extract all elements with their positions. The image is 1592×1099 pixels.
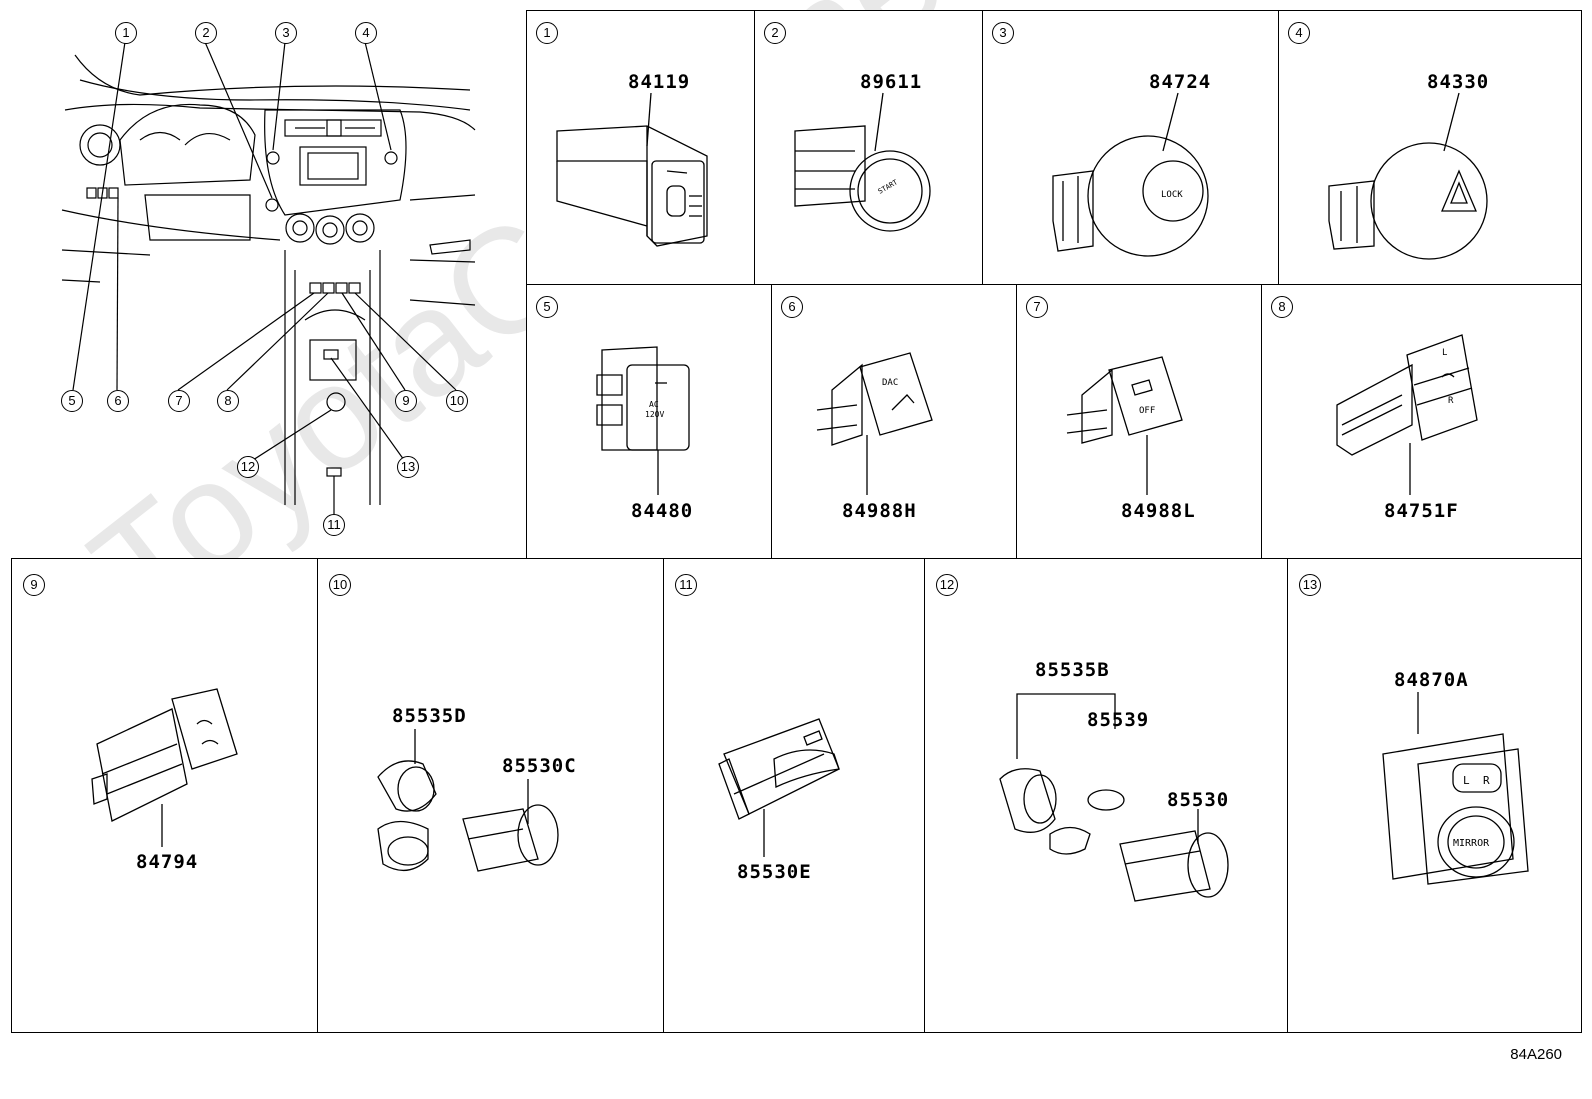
part-number[interactable]: 84794 bbox=[136, 851, 199, 873]
panel-number: 11 bbox=[675, 574, 697, 596]
part-number[interactable]: 84988L bbox=[1121, 500, 1196, 522]
panel-11: 11 85530E bbox=[663, 558, 925, 1033]
part-number[interactable]: 84330 bbox=[1427, 71, 1490, 93]
part-number[interactable]: 85535D bbox=[392, 705, 467, 727]
callout-11[interactable]: 11 bbox=[323, 514, 345, 536]
panel-5: 5 84480 AC 120V bbox=[526, 284, 772, 559]
panel-number: 2 bbox=[764, 22, 786, 44]
callout-6[interactable]: 6 bbox=[107, 390, 129, 412]
panel-12: 12 85535B 85539 85530 bbox=[924, 558, 1288, 1033]
callout-13[interactable]: 13 bbox=[397, 456, 419, 478]
switch-84330-drawing bbox=[1328, 92, 1488, 260]
panel-13: 13 84870A L R MIRROR bbox=[1287, 558, 1582, 1033]
panel-6: 6 84988H DAC bbox=[771, 284, 1017, 559]
switch-89611-drawing: START bbox=[794, 92, 931, 232]
part-number[interactable]: 85530 bbox=[1167, 789, 1230, 811]
part-number[interactable]: 84724 bbox=[1149, 71, 1212, 93]
panel-number: 10 bbox=[329, 574, 351, 596]
dac-label: DAC bbox=[882, 378, 898, 388]
part-number[interactable]: 85530E bbox=[737, 861, 812, 883]
switch-84751f-drawing: L R bbox=[1336, 334, 1478, 495]
panel-number: 6 bbox=[781, 296, 803, 318]
callout-4[interactable]: 4 bbox=[355, 22, 377, 44]
part-number[interactable]: 84119 bbox=[628, 71, 691, 93]
callout-9[interactable]: 9 bbox=[395, 390, 417, 412]
socket-85535d-85530c-drawing bbox=[377, 729, 559, 872]
switch-84870a-drawing: L R MIRROR bbox=[1382, 692, 1529, 885]
part-number[interactable]: 84751F bbox=[1384, 500, 1459, 522]
lock-label: LOCK bbox=[1161, 190, 1183, 200]
switch-84988l-drawing: OFF bbox=[1066, 356, 1183, 495]
panel-number: 7 bbox=[1026, 296, 1048, 318]
r-label: R bbox=[1448, 396, 1454, 406]
panel-4: 4 84330 bbox=[1278, 10, 1582, 285]
switch-84988h-drawing: DAC bbox=[816, 352, 933, 495]
diagram-code: 84A260 bbox=[1510, 1046, 1562, 1063]
mirror-r-label: R bbox=[1483, 774, 1490, 787]
panel-number: 1 bbox=[536, 22, 558, 44]
panel-8: 8 84751F L R bbox=[1261, 284, 1582, 559]
part-number[interactable]: 89611 bbox=[860, 71, 923, 93]
callout-5[interactable]: 5 bbox=[61, 390, 83, 412]
panel-10: 10 85535D 85530C bbox=[317, 558, 664, 1033]
panel-1: 1 84119 bbox=[526, 10, 755, 285]
panel-7: 7 84988L OFF bbox=[1016, 284, 1262, 559]
switch-84794-drawing bbox=[91, 688, 238, 847]
switch-84724-drawing: LOCK bbox=[1052, 92, 1209, 257]
panel-3: 3 84724 LOCK bbox=[982, 10, 1279, 285]
panel-2: 2 89611 START bbox=[754, 10, 983, 285]
callout-12[interactable]: 12 bbox=[237, 456, 259, 478]
panel-number: 3 bbox=[992, 22, 1014, 44]
part-number[interactable]: 85539 bbox=[1087, 709, 1150, 731]
panel-number: 13 bbox=[1299, 574, 1321, 596]
part-number[interactable]: 84988H bbox=[842, 500, 917, 522]
callout-8[interactable]: 8 bbox=[217, 390, 239, 412]
mirror-label: MIRROR bbox=[1453, 838, 1490, 849]
part-number[interactable]: 84480 bbox=[631, 500, 694, 522]
socket-85535b-85539-85530-drawing bbox=[999, 693, 1229, 902]
mirror-l-label: L bbox=[1463, 774, 1470, 787]
callout-1[interactable]: 1 bbox=[115, 22, 137, 44]
panel-number: 12 bbox=[936, 574, 958, 596]
callout-7[interactable]: 7 bbox=[168, 390, 190, 412]
panel-9: 9 84794 bbox=[11, 558, 318, 1033]
panel-number: 9 bbox=[23, 574, 45, 596]
part-number[interactable]: 84870A bbox=[1394, 669, 1469, 691]
panel-number: 5 bbox=[536, 296, 558, 318]
socket-85530e-drawing bbox=[718, 718, 840, 857]
callout-2[interactable]: 2 bbox=[195, 22, 217, 44]
panel-number: 8 bbox=[1271, 296, 1293, 318]
callout-10[interactable]: 10 bbox=[446, 390, 468, 412]
ac-label: AC bbox=[649, 400, 659, 409]
switch-84480-drawing: AC 120V bbox=[596, 346, 690, 495]
l-label: L bbox=[1442, 348, 1447, 358]
off-label: OFF bbox=[1139, 406, 1155, 416]
switch-84119-drawing bbox=[556, 92, 708, 247]
callout-3[interactable]: 3 bbox=[275, 22, 297, 44]
part-number[interactable]: 85535B bbox=[1035, 659, 1110, 681]
part-number[interactable]: 85530C bbox=[502, 755, 577, 777]
panel-number: 4 bbox=[1288, 22, 1310, 44]
svg-text:START: START bbox=[877, 178, 900, 196]
ac-volt-label: 120V bbox=[645, 410, 664, 419]
